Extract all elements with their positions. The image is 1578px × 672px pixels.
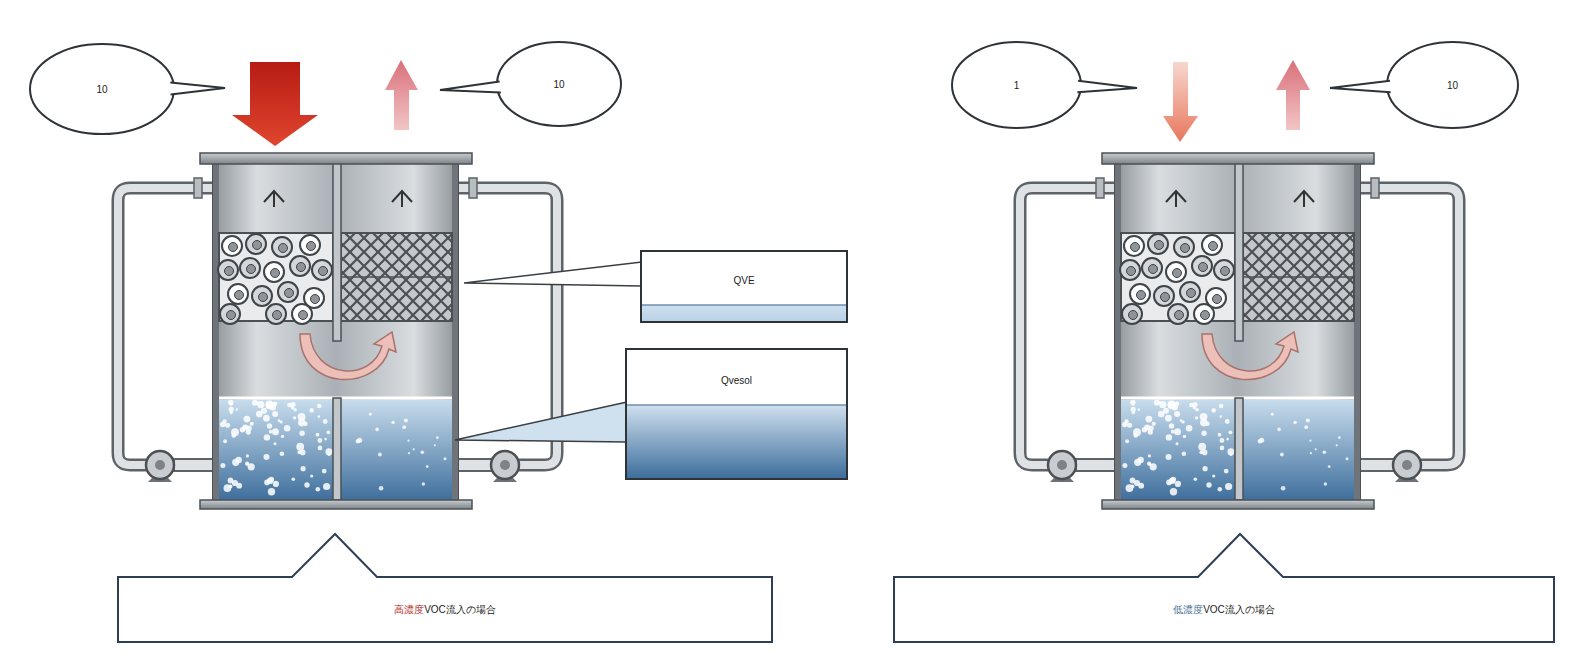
level-band bbox=[627, 405, 846, 478]
text-block: Qvesol bbox=[625, 358, 848, 402]
outflow-arrow bbox=[1276, 60, 1310, 130]
text-block: 高濃度VOC流入の場合 bbox=[117, 579, 773, 641]
bubble-ellipse bbox=[1387, 42, 1518, 128]
level-line bbox=[627, 404, 846, 406]
inflow-arrow bbox=[1163, 62, 1198, 142]
bubble-ellipse bbox=[952, 42, 1081, 128]
callout-label: QVE bbox=[733, 275, 754, 286]
bubble-tail bbox=[440, 81, 501, 92]
callout-number: 1 bbox=[1014, 80, 1020, 91]
callout-bubble: 10 bbox=[495, 40, 623, 128]
text-block: 低濃度VOC流入の場合 bbox=[893, 579, 1555, 641]
text-block: 10 bbox=[1385, 40, 1520, 130]
caption-text: VOC流入の場合 bbox=[1203, 603, 1275, 617]
text-block: QVE bbox=[640, 258, 848, 302]
caption-text: 高濃度 bbox=[394, 603, 424, 617]
caption-text: 低濃度 bbox=[1173, 603, 1203, 617]
caption-text: VOC流入の場合 bbox=[424, 603, 496, 617]
node-outline bbox=[625, 348, 848, 480]
leader-wedge bbox=[464, 262, 642, 286]
callout-bubble: 10 bbox=[28, 42, 176, 136]
callout-box: QVE bbox=[640, 250, 848, 323]
callout-number: 10 bbox=[96, 84, 107, 95]
node-outline bbox=[893, 533, 1555, 643]
bubble-tail bbox=[1077, 81, 1137, 93]
scrubber-device bbox=[118, 153, 557, 509]
outflow-arrow bbox=[385, 60, 418, 130]
bubble-tail bbox=[1330, 81, 1391, 93]
level-band bbox=[642, 305, 846, 321]
text-block: 10 bbox=[495, 40, 623, 128]
caption-box: 低濃度VOC流入の場合 bbox=[893, 533, 1555, 643]
caption-outline bbox=[118, 534, 772, 642]
node-outline bbox=[640, 250, 848, 323]
bubble-tail bbox=[170, 82, 225, 94]
callout-bubble: 1 bbox=[950, 40, 1083, 130]
text-block: 1 bbox=[950, 40, 1083, 130]
callout-number: 10 bbox=[1447, 80, 1458, 91]
bubble-ellipse bbox=[497, 42, 621, 126]
leader-wedge bbox=[455, 402, 627, 442]
callout-label: Qvesol bbox=[721, 375, 752, 386]
text-block: 10 bbox=[28, 42, 176, 136]
box-frame bbox=[641, 251, 847, 322]
box-frame bbox=[626, 349, 847, 479]
bubble-ellipse bbox=[30, 44, 174, 134]
callout-bubble: 10 bbox=[1385, 40, 1520, 130]
node-outline bbox=[117, 533, 773, 643]
level-line bbox=[642, 304, 846, 306]
caption-outline bbox=[894, 534, 1554, 642]
callout-number: 10 bbox=[553, 79, 564, 90]
callout-box: Qvesol bbox=[625, 348, 848, 480]
scrubber-device bbox=[1020, 153, 1459, 509]
caption-box: 高濃度VOC流入の場合 bbox=[117, 533, 773, 643]
inflow-arrow bbox=[232, 62, 318, 146]
